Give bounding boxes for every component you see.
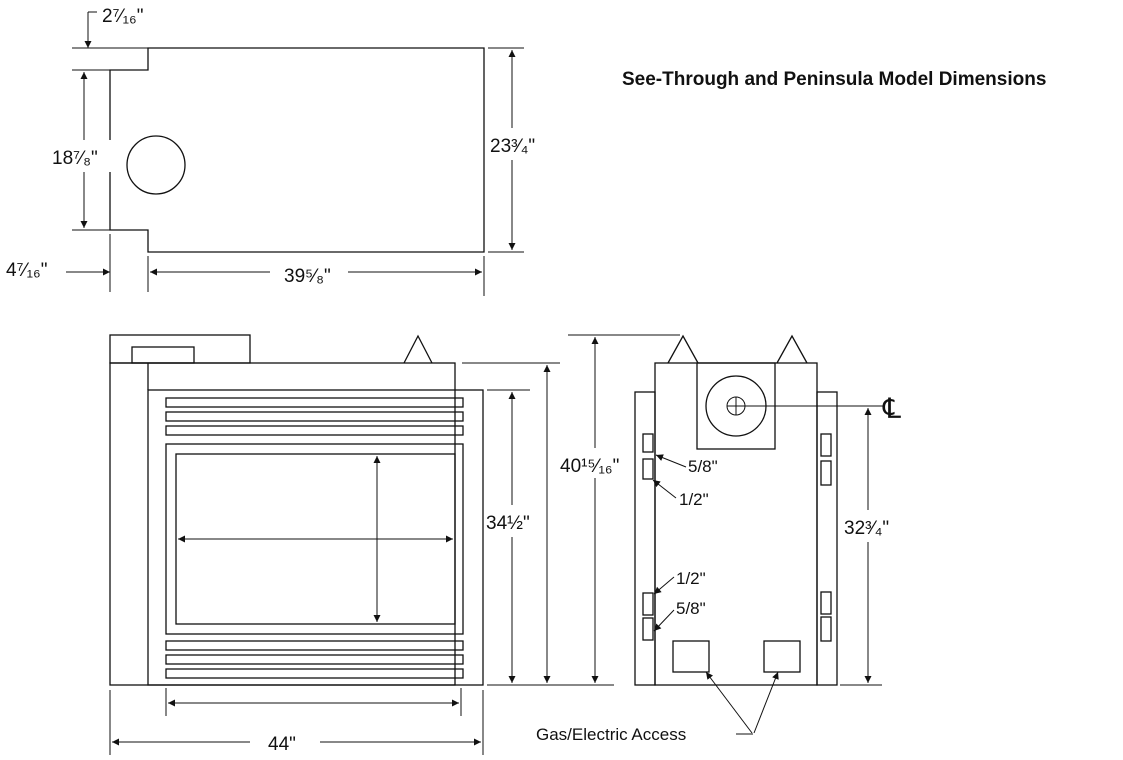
- label-12-upper: 1/2": [679, 490, 709, 509]
- label-12-lower: 1/2": [676, 569, 706, 588]
- vent-circle: [126, 135, 186, 195]
- vent-cap-side-left: [667, 334, 699, 364]
- louver-lower-2: [165, 654, 464, 665]
- louver-lower-3: [165, 668, 464, 679]
- louver-upper-1: [165, 397, 464, 408]
- side-flange-left: [634, 391, 656, 686]
- access-box-right: [763, 640, 801, 673]
- dim-offset-top: 2⁷⁄₁₆": [102, 6, 143, 27]
- dim-height-total: 40¹⁵⁄₁₆": [560, 456, 619, 477]
- front-body-outer: [109, 362, 456, 686]
- dim-height-box: 34½": [486, 513, 530, 534]
- top-view-outline: [109, 47, 485, 253]
- label-58-lower: 5/8": [676, 599, 706, 618]
- access-label: Gas/Electric Access: [536, 725, 686, 744]
- vent-cap-side-right: [776, 334, 808, 364]
- vent-cap-front: [403, 334, 433, 364]
- dim-height-left: 18⁷⁄₈": [52, 148, 98, 169]
- louver-upper-3: [165, 425, 464, 436]
- centerline-symbol: ℄: [882, 393, 901, 424]
- dim-height-right: 23³⁄₄": [490, 136, 535, 157]
- top-box: [109, 334, 251, 364]
- glass-inner: [175, 453, 456, 625]
- front-view: 44" 34½": [109, 334, 614, 758]
- access-box-left: [672, 640, 710, 673]
- dim-offset-bottom: 4⁷⁄₁₆": [6, 260, 47, 281]
- page-title: See-Through and Peninsula Model Dimensio…: [622, 69, 1047, 90]
- glass-outer: [165, 443, 464, 635]
- dim-height-side: 32³⁄₄": [844, 518, 889, 539]
- top-box-inner: [131, 346, 195, 364]
- dim-width-top: 39⁵⁄₈": [284, 266, 331, 287]
- dim-width-front: 44": [268, 734, 296, 755]
- side-view: 40¹⁵⁄₁₆" ℄ 5/8" 1/2" 1/2" 5/8": [536, 334, 906, 744]
- front-frame: [147, 389, 484, 686]
- louver-lower-1: [165, 640, 464, 651]
- side-flange-right: [816, 391, 838, 686]
- louver-upper-2: [165, 411, 464, 422]
- top-view: 2⁷⁄₁₆" 18⁷⁄₈" 23³⁄₄" 4⁷⁄₁₆" 39⁵⁄₈": [6, 6, 554, 296]
- label-58-upper: 5/8": [688, 457, 718, 476]
